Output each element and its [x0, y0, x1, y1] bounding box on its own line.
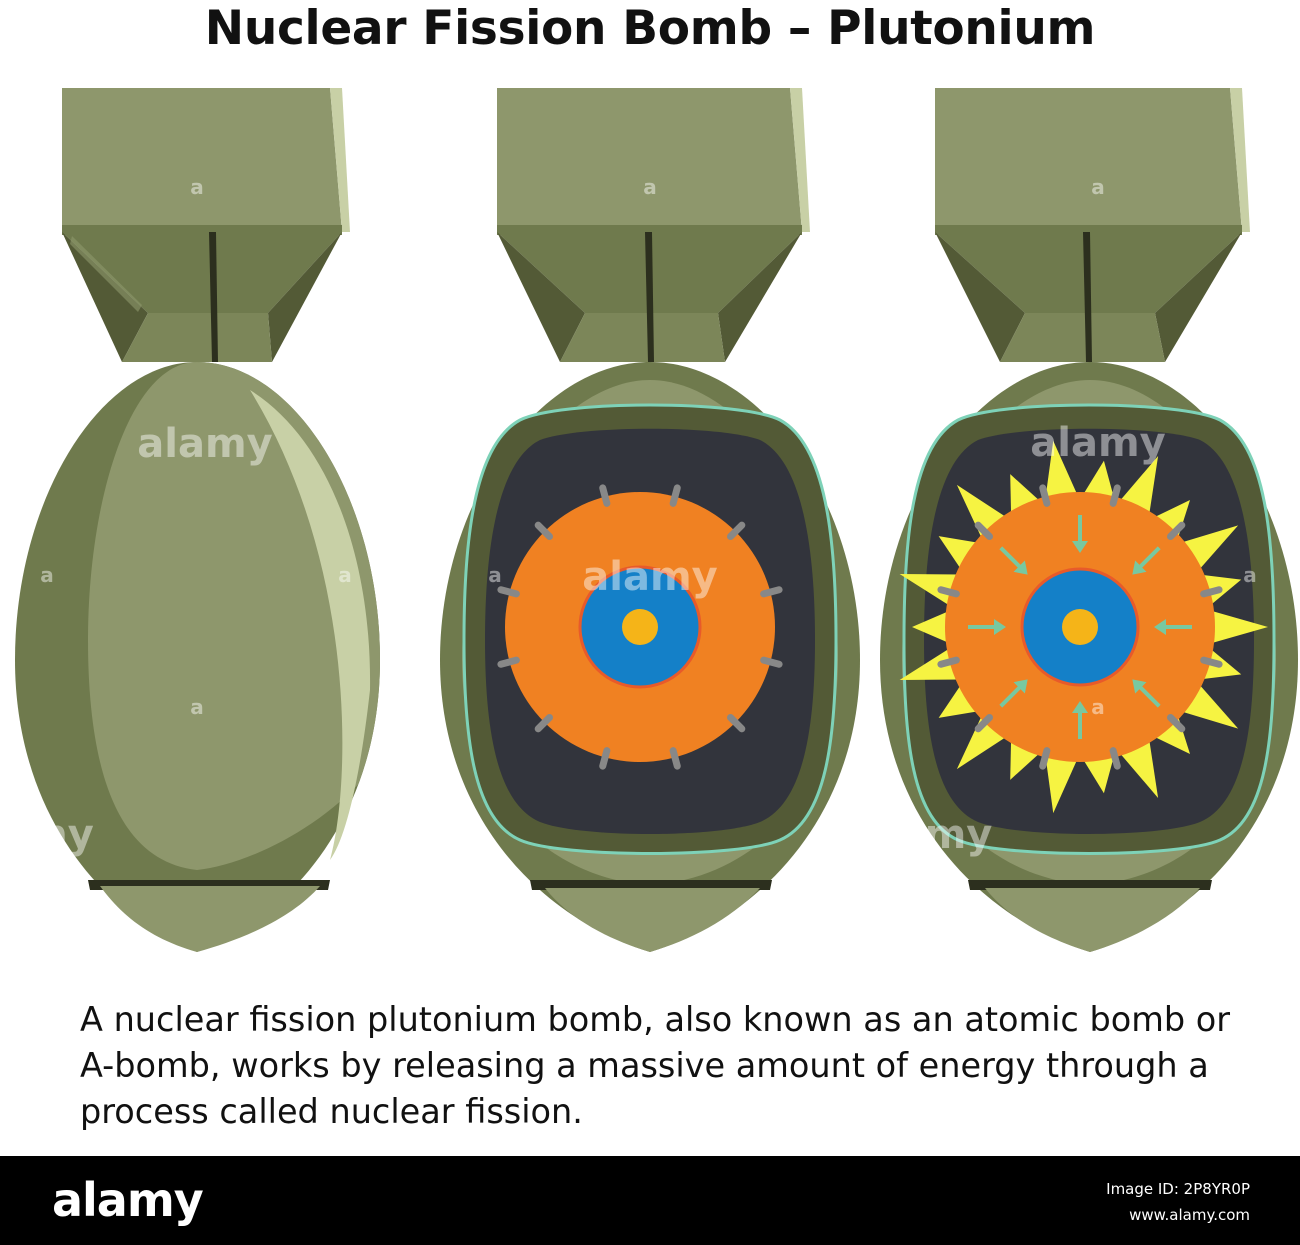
spark-spike	[1044, 752, 1079, 814]
watermark-brand: alamy	[137, 421, 272, 467]
implosion-arrow-icon	[968, 619, 1006, 635]
watermark-brand: alamy	[1030, 420, 1165, 466]
detonator-icon	[1200, 656, 1223, 668]
footer-info: Image ID: 2P8YR0P www.alamy.com	[1106, 1176, 1250, 1228]
watermark-mark: a	[1091, 695, 1105, 719]
watermark-brand: alamy	[582, 554, 717, 600]
watermark-mark: a	[1243, 563, 1257, 587]
tail-fin-box	[497, 88, 810, 235]
watermark-brand-partial: amy	[898, 812, 993, 858]
spark-spike	[899, 574, 962, 607]
detonator-icon	[1109, 484, 1121, 507]
implosion-arrows	[968, 515, 1192, 739]
bomb-diagram: a alamy a a a	[15, 88, 1298, 952]
watermark-mark: a	[643, 175, 657, 199]
spark-spike	[938, 682, 981, 718]
watermark-mark: a	[190, 695, 204, 719]
detonator-icon	[760, 586, 783, 598]
tail-fins	[62, 232, 342, 362]
site-url: www.alamy.com	[1129, 1206, 1250, 1224]
watermark-mark: a	[1091, 175, 1105, 199]
spark-spike	[1044, 440, 1079, 502]
spark-spike	[899, 647, 962, 680]
detonator-icon	[1039, 484, 1051, 507]
detonator-icon	[1109, 747, 1121, 770]
detonator-icon	[599, 484, 611, 507]
detonator-icon	[497, 586, 520, 598]
page-title: Nuclear Fission Bomb – Plutonium	[204, 1, 1096, 56]
nuclear-core-icon	[1062, 609, 1098, 645]
tail-fin-box	[935, 88, 1250, 235]
bomb-implosion: a alamy a amy a	[880, 88, 1298, 952]
implosion-arrow-icon	[1072, 515, 1088, 553]
detonator-icon	[937, 656, 960, 668]
detonator-icon	[727, 521, 746, 540]
watermark-mark: a	[40, 563, 54, 587]
spark-spike	[912, 610, 952, 644]
spark-spike	[1081, 752, 1116, 794]
spark-spike	[1081, 460, 1116, 502]
detonator-icon	[534, 521, 553, 540]
implosion-arrow-icon	[1072, 701, 1088, 739]
detonators	[937, 484, 1223, 770]
detonator-icon	[599, 747, 611, 770]
tail-fins	[497, 232, 802, 362]
detonator-icon	[1167, 714, 1186, 733]
implosion-arrow-icon	[1132, 679, 1161, 708]
implosion-arrow-icon	[999, 679, 1028, 708]
detonator-icon	[534, 714, 553, 733]
detonator-icon	[669, 747, 681, 770]
bomb-intact: a alamy a a a	[15, 88, 380, 952]
detonator-icon	[497, 656, 520, 668]
image-id: Image ID: 2P8YR0P	[1106, 1180, 1250, 1198]
watermark-mark: a	[338, 563, 352, 587]
detonator-icon	[1200, 586, 1223, 598]
tail-fins	[935, 232, 1242, 362]
footer-bar: alamy Image ID: 2P8YR0P www.alamy.com	[0, 1156, 1300, 1245]
detonator-icon	[727, 714, 746, 733]
detonators	[497, 484, 783, 770]
tail-fin-box	[62, 88, 350, 235]
watermark-mark: a	[190, 175, 204, 199]
spark-spike	[1151, 713, 1191, 754]
nuclear-core-icon	[622, 609, 658, 645]
detonator-icon	[760, 656, 783, 668]
spark-spike	[938, 536, 981, 572]
detonator-icon	[937, 586, 960, 598]
detonator-icon	[974, 521, 993, 540]
footer-brand-logo: alamy	[52, 1173, 204, 1227]
detonator-icon	[669, 484, 681, 507]
watermark-brand-partial: my	[26, 812, 94, 858]
watermark-mark: a	[488, 563, 502, 587]
spark-spike	[1208, 610, 1268, 644]
implosion-arrow-icon	[1154, 619, 1192, 635]
bomb-cutaway: a alamy a my	[26, 88, 860, 952]
spark-spike	[1151, 500, 1191, 541]
bomb-body	[15, 362, 380, 952]
detonator-icon	[1167, 521, 1186, 540]
detonator-icon	[974, 714, 993, 733]
implosion-arrow-icon	[1132, 546, 1161, 575]
description-text: A nuclear fission plutonium bomb, also k…	[80, 1000, 1231, 1131]
detonator-icon	[1039, 747, 1051, 770]
implosion-arrow-icon	[999, 546, 1028, 575]
